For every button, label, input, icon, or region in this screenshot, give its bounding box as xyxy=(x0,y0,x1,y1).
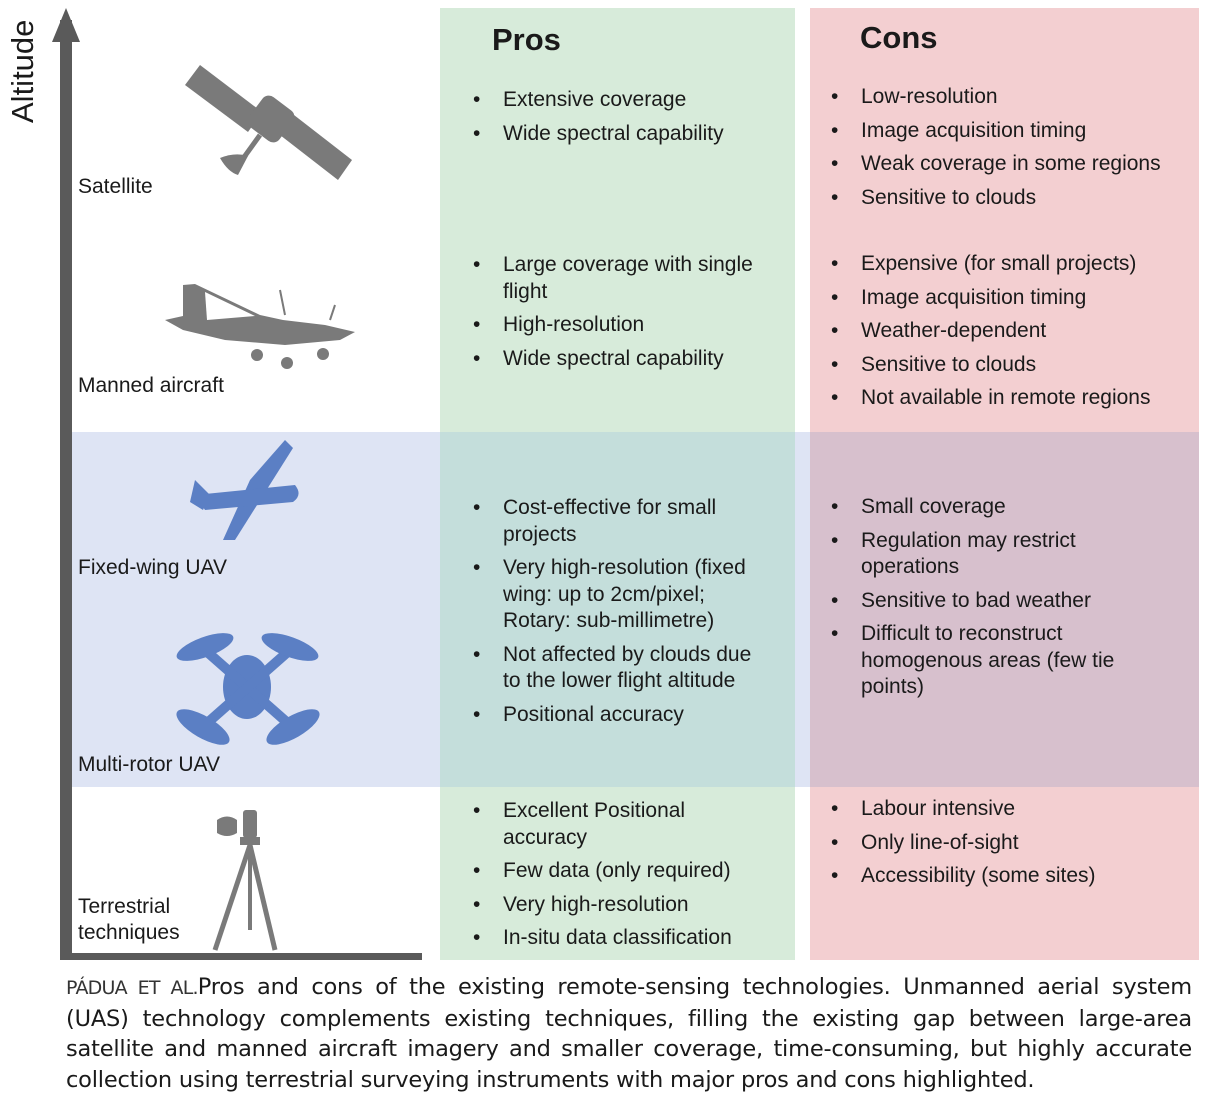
list-item: Few data (only required) xyxy=(473,858,773,885)
list-item: Sensitive to clouds xyxy=(831,352,1191,379)
list-item: High-resolution xyxy=(473,312,773,339)
list-item: Only line-of-sight xyxy=(831,830,1191,857)
list-item: Large coverage with single flight xyxy=(473,252,773,305)
axis-label: Altitude xyxy=(5,19,40,123)
list-item: Positional accuracy xyxy=(473,702,773,729)
list-item: Labour intensive xyxy=(831,796,1191,823)
list-item: Accessibility (some sites) xyxy=(831,863,1191,890)
cons-list-uav: Small coverage Regulation may restrict o… xyxy=(831,494,1131,708)
pros-header: Pros xyxy=(492,22,561,57)
list-item: Very high-resolution (fixed wing: up to … xyxy=(473,555,773,635)
list-item: Weak coverage in some regions xyxy=(831,151,1191,178)
pros-list-satellite: Extensive coverage Wide spectral capabil… xyxy=(473,87,773,154)
cons-list-satellite: Low-resolution Image acquisition timing … xyxy=(831,84,1191,218)
list-item: Expensive (for small projects) xyxy=(831,251,1191,278)
list-item: Regulation may restrict operations xyxy=(831,528,1131,581)
list-item: Sensitive to clouds xyxy=(831,185,1191,212)
row-label-satellite: Satellite xyxy=(78,175,153,198)
fixed-wing-uav-icon xyxy=(190,440,299,540)
cons-header: Cons xyxy=(860,20,938,55)
row-label-fixed-wing-uav: Fixed-wing UAV xyxy=(78,556,227,579)
figure-caption: PÁDUA ET AL.Pros and cons of the existin… xyxy=(66,972,1192,1095)
list-item: Cost-effective for small projects xyxy=(473,495,773,548)
row-label-multi-rotor-uav: Multi-rotor UAV xyxy=(78,753,220,776)
list-item: Wide spectral capability xyxy=(473,346,773,373)
baseline-axis xyxy=(60,953,422,960)
pros-list-terrestrial: Excellent Positional accuracy Few data (… xyxy=(473,798,773,959)
list-item: Sensitive to bad weather xyxy=(831,588,1131,615)
list-item: Weather-dependent xyxy=(831,318,1191,345)
pros-list-manned-aircraft: Large coverage with single flight High-r… xyxy=(473,252,773,379)
multi-rotor-uav-icon xyxy=(176,633,320,745)
caption-text: Pros and cons of the existing remote-sen… xyxy=(66,974,1192,1093)
list-item: Very high-resolution xyxy=(473,892,773,919)
row-label-manned-aircraft: Manned aircraft xyxy=(78,374,224,397)
list-item: Low-resolution xyxy=(831,84,1191,111)
list-item: In-situ data classification xyxy=(473,925,773,952)
row-label-terrestrial: Terrestrial techniques xyxy=(78,895,180,944)
caption-author: PÁDUA ET AL. xyxy=(66,977,199,999)
manned-aircraft-icon xyxy=(165,284,355,369)
list-item: Wide spectral capability xyxy=(473,121,773,148)
list-item: Not available in remote regions xyxy=(831,385,1191,412)
list-item: Difficult to reconstruct homogenous area… xyxy=(831,621,1131,701)
altitude-axis xyxy=(60,20,72,960)
list-item: Small coverage xyxy=(831,494,1131,521)
terrestrial-instrument-icon xyxy=(212,810,278,951)
pros-list-uav: Cost-effective for small projects Very h… xyxy=(473,495,773,735)
cons-list-manned-aircraft: Expensive (for small projects) Image acq… xyxy=(831,251,1191,419)
axis-arrow-icon xyxy=(52,8,80,42)
list-item: Image acquisition timing xyxy=(831,285,1191,312)
list-item: Extensive coverage xyxy=(473,87,773,114)
list-item: Excellent Positional accuracy xyxy=(473,798,773,851)
list-item: Not affected by clouds due to the lower … xyxy=(473,642,773,695)
satellite-icon xyxy=(185,65,352,180)
cons-list-terrestrial: Labour intensive Only line-of-sight Acce… xyxy=(831,796,1191,897)
list-item: Image acquisition timing xyxy=(831,118,1191,145)
